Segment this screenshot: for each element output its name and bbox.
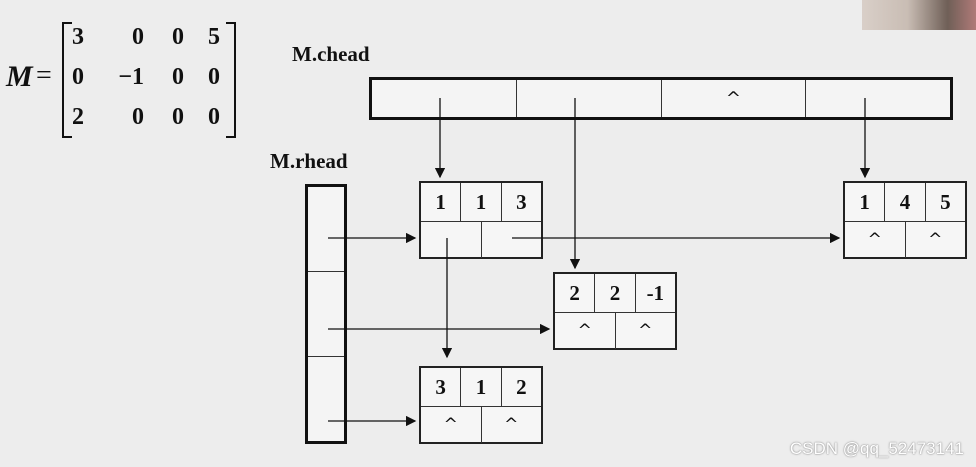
- matrix-cell: 0: [172, 104, 184, 130]
- matrix-cell: 5: [208, 24, 220, 50]
- node-col: 4: [885, 183, 926, 221]
- node-val: -1: [646, 280, 665, 305]
- triple-node: 1 4 5 ^ ^: [843, 181, 967, 259]
- node-down-ptr: [421, 222, 482, 258]
- node-row: 2: [555, 274, 596, 312]
- node-down-ptr: ^: [421, 407, 482, 443]
- triple-node: 2 2 -1 ^ ^: [553, 272, 677, 350]
- matrix-equals: =: [36, 60, 52, 91]
- matrix-cell: 0: [172, 24, 184, 50]
- matrix-cell: −1: [118, 64, 144, 90]
- matrix-cell: 2: [72, 104, 84, 130]
- matrix-name: M: [6, 60, 33, 93]
- node-val: 2: [516, 374, 527, 399]
- matrix-cell: 0: [72, 64, 84, 90]
- watermark: CSDN @qq_52473141: [789, 439, 964, 458]
- rhead-cell: [308, 272, 344, 357]
- matrix-right-bracket: [226, 22, 236, 138]
- matrix-cell: 0: [208, 104, 220, 130]
- triple-node: 1 1 3: [419, 181, 543, 259]
- video-thumbnail: [862, 0, 976, 30]
- rhead-cell: [308, 187, 344, 272]
- node-right-ptr: ^: [928, 230, 943, 250]
- node-col: 1: [461, 183, 502, 221]
- node-val: 5: [940, 189, 951, 214]
- node-col: 2: [595, 274, 636, 312]
- rhead-array: [305, 184, 347, 444]
- matrix-left-bracket: [62, 22, 72, 138]
- chead-cell: [517, 80, 662, 117]
- chead-label: M.chead: [292, 42, 370, 66]
- node-col: 1: [461, 368, 502, 406]
- node-row: 1: [421, 183, 462, 221]
- triple-node: 3 1 2 ^ ^: [419, 366, 543, 444]
- node-val: 3: [516, 189, 527, 214]
- node-down-ptr: ^: [845, 222, 906, 258]
- node-row: 1: [845, 183, 886, 221]
- matrix-cell: 0: [132, 104, 144, 130]
- node-right-ptr: ^: [504, 415, 519, 435]
- node-down-ptr: ^: [555, 313, 616, 349]
- matrix-cell: 3: [72, 24, 84, 50]
- node-right-ptr: ^: [638, 321, 653, 341]
- chead-array: ^: [369, 77, 953, 120]
- matrix-cell: 0: [172, 64, 184, 90]
- rhead-label: M.rhead: [270, 149, 348, 173]
- node-row: 3: [421, 368, 462, 406]
- chead-cell: ^: [662, 80, 807, 117]
- matrix-cell: 0: [132, 24, 144, 50]
- chead-cell: [372, 80, 517, 117]
- matrix-cell: 0: [208, 64, 220, 90]
